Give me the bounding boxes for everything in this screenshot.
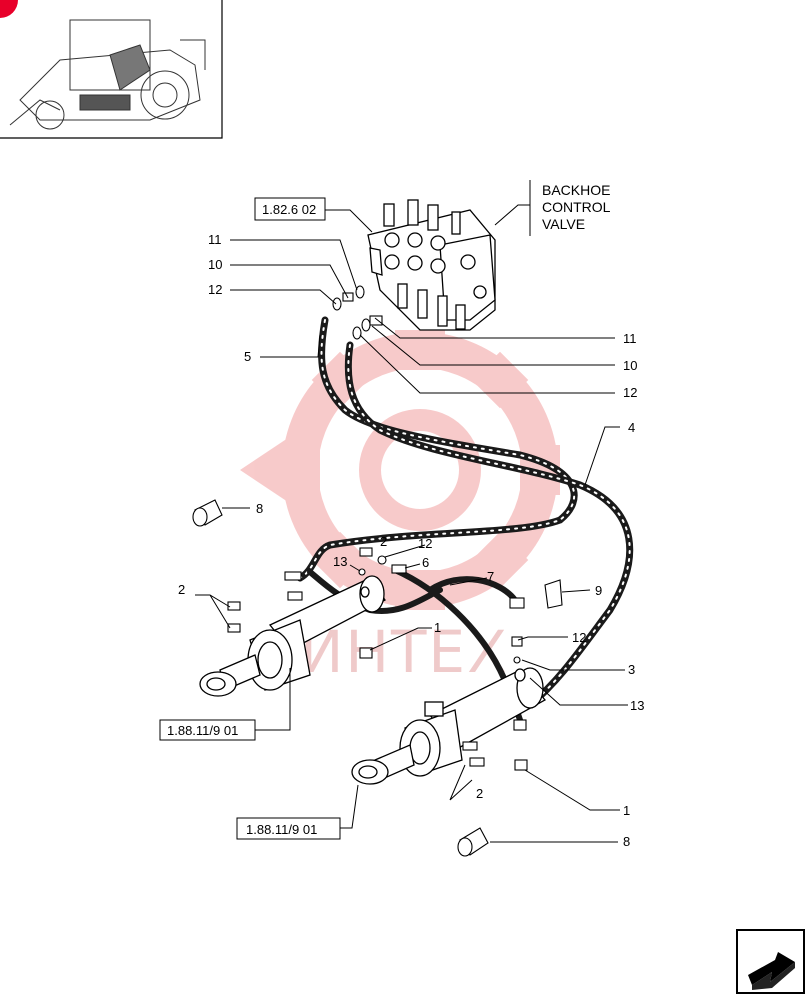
control-valve-line2: CONTROL xyxy=(542,199,611,215)
leader-lines xyxy=(195,180,628,843)
callout-12-mid: 12 xyxy=(418,536,432,551)
control-valve-line1: BACKHOE xyxy=(542,182,610,198)
callout-2-mid: 2 xyxy=(380,534,387,549)
callout-2-left: 2 xyxy=(178,582,185,597)
callout-11-right: 11 xyxy=(623,331,637,346)
callout-7: 7 xyxy=(487,569,494,584)
valve-ref-box: 1.82.6 02 xyxy=(254,197,326,221)
cylinder-ref-upper-text: 1.88.11/9 01 xyxy=(167,723,238,738)
small-parts xyxy=(192,499,563,857)
callout-numbers: 11 10 12 5 11 10 12 4 8 2 2 12 13 6 7 9 … xyxy=(178,232,644,849)
cylinder-ref-box-lower: 1.88.11/9 01 xyxy=(236,817,341,840)
callout-1-upper: 1 xyxy=(434,620,441,635)
control-valve-line3: VALVE xyxy=(542,216,585,232)
valve-ref-text: 1.82.6 02 xyxy=(262,202,316,217)
corner-dot-icon xyxy=(0,0,18,18)
upper-cylinder xyxy=(199,575,386,697)
callout-5: 5 xyxy=(244,349,251,364)
cylinder-ref-box-upper: 1.88.11/9 01 xyxy=(159,719,256,741)
control-valve-drawing xyxy=(367,199,496,331)
tractor-sketch-icon xyxy=(9,19,206,130)
overview-thumbnail xyxy=(0,0,223,139)
callout-10-right: 10 xyxy=(623,358,637,373)
callout-13-mid: 13 xyxy=(333,554,347,569)
callout-8-lower: 8 xyxy=(623,834,630,849)
lower-cylinder xyxy=(351,667,547,785)
valve-fittings xyxy=(332,285,383,340)
callout-12-lower: 12 xyxy=(572,630,586,645)
control-valve-label: BACKHOE CONTROL VALVE xyxy=(542,182,611,232)
callout-12-left: 12 xyxy=(208,282,222,297)
callout-12-right: 12 xyxy=(623,385,637,400)
callout-8-upper: 8 xyxy=(256,501,263,516)
callout-3: 3 xyxy=(628,662,635,677)
callout-11-left: 11 xyxy=(208,232,222,247)
callout-1-lower: 1 xyxy=(623,803,630,818)
callout-10-left: 10 xyxy=(208,257,222,272)
callout-6: 6 xyxy=(422,555,429,570)
callout-9: 9 xyxy=(595,583,602,598)
cylinder-ref-lower-text: 1.88.11/9 01 xyxy=(246,822,317,837)
next-page-arrow-icon[interactable] xyxy=(736,929,805,994)
callout-4: 4 xyxy=(628,420,635,435)
callout-2-lower: 2 xyxy=(476,786,483,801)
callout-13-lower: 13 xyxy=(630,698,644,713)
